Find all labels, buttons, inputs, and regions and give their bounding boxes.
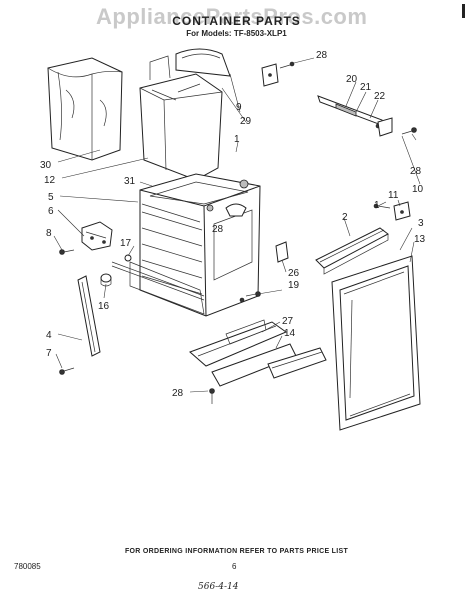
part-label-30: 30 xyxy=(40,160,52,171)
screw-28-bottom-illustration xyxy=(209,388,215,404)
left-rail-illustration xyxy=(77,275,101,357)
door-catch-illustration xyxy=(373,201,411,221)
screw-19-illustration xyxy=(239,291,261,303)
part-label-2: 2 xyxy=(342,212,348,223)
part-label-3: 3 xyxy=(418,218,424,229)
part-label-9: 9 xyxy=(236,102,242,113)
part-label-28-bottom: 28 xyxy=(172,388,184,399)
door-panel-illustration xyxy=(331,255,421,431)
page-number: 6 xyxy=(232,562,237,571)
part-label-17: 17 xyxy=(120,238,132,249)
part-label-20: 20 xyxy=(346,74,358,85)
handwritten-note: 566-4-14 xyxy=(198,582,239,592)
drawer-handle-illustration xyxy=(189,319,327,387)
part-label-6: 6 xyxy=(48,206,54,217)
diagram-title: CONTAINER PARTS xyxy=(172,14,301,28)
part-label-10: 10 xyxy=(412,184,424,195)
part-label-5: 5 xyxy=(48,192,54,203)
model-subtitle: For Models: TF-8503-XLP1 xyxy=(186,29,287,38)
part-label-21: 21 xyxy=(360,82,372,93)
clip-26-illustration xyxy=(275,241,289,263)
hinge-rod-illustration xyxy=(317,95,393,137)
part-label-13: 13 xyxy=(414,234,426,245)
washer-17-illustration xyxy=(124,254,132,262)
screw-8-illustration xyxy=(59,249,75,255)
side-bracket-illustration xyxy=(81,221,113,251)
part-label-16: 16 xyxy=(98,301,110,312)
part-label-19: 19 xyxy=(288,280,300,291)
part-label-11: 11 xyxy=(388,190,399,201)
watermark-logo: AppliancePartsPros.com xyxy=(96,4,368,29)
part-label-8: 8 xyxy=(46,228,52,239)
part-label-27: 27 xyxy=(282,316,294,327)
door-handle-rail-illustration xyxy=(315,227,389,275)
part-label-22: 22 xyxy=(374,91,386,102)
part-label-7: 7 xyxy=(46,348,52,359)
screw-7-illustration xyxy=(59,367,75,375)
part-label-12: 12 xyxy=(44,175,56,186)
part-label-29: 29 xyxy=(240,116,252,127)
leader-lines xyxy=(53,57,421,393)
part-label-14: 14 xyxy=(284,328,296,339)
document-number: 780085 xyxy=(14,562,41,571)
cabinet-frame-illustration xyxy=(111,173,261,317)
corner-mark xyxy=(462,4,465,18)
part-label-26: 26 xyxy=(288,268,300,279)
part-label-28-right: 28 xyxy=(410,166,422,177)
hinge-hardware-top-illustration xyxy=(261,61,295,87)
part-number-labels: 30 12 5 6 8 17 16 4 7 28 9 29 1 31 28 20… xyxy=(40,50,426,399)
trash-bag-illustration xyxy=(47,57,123,161)
part-label-28-center: 28 xyxy=(212,224,224,235)
part-label-1-right: 1 xyxy=(374,200,380,211)
part-label-31: 31 xyxy=(124,176,136,187)
ordering-info-note: FOR ORDERING INFORMATION REFER TO PARTS … xyxy=(124,548,349,555)
part-label-4: 4 xyxy=(46,330,52,341)
part-label-28-top: 28 xyxy=(316,50,328,61)
part-label-1-upper: 1 xyxy=(234,134,240,145)
screw-28-right-illustration xyxy=(401,127,417,135)
container-liner-illustration xyxy=(139,48,231,181)
